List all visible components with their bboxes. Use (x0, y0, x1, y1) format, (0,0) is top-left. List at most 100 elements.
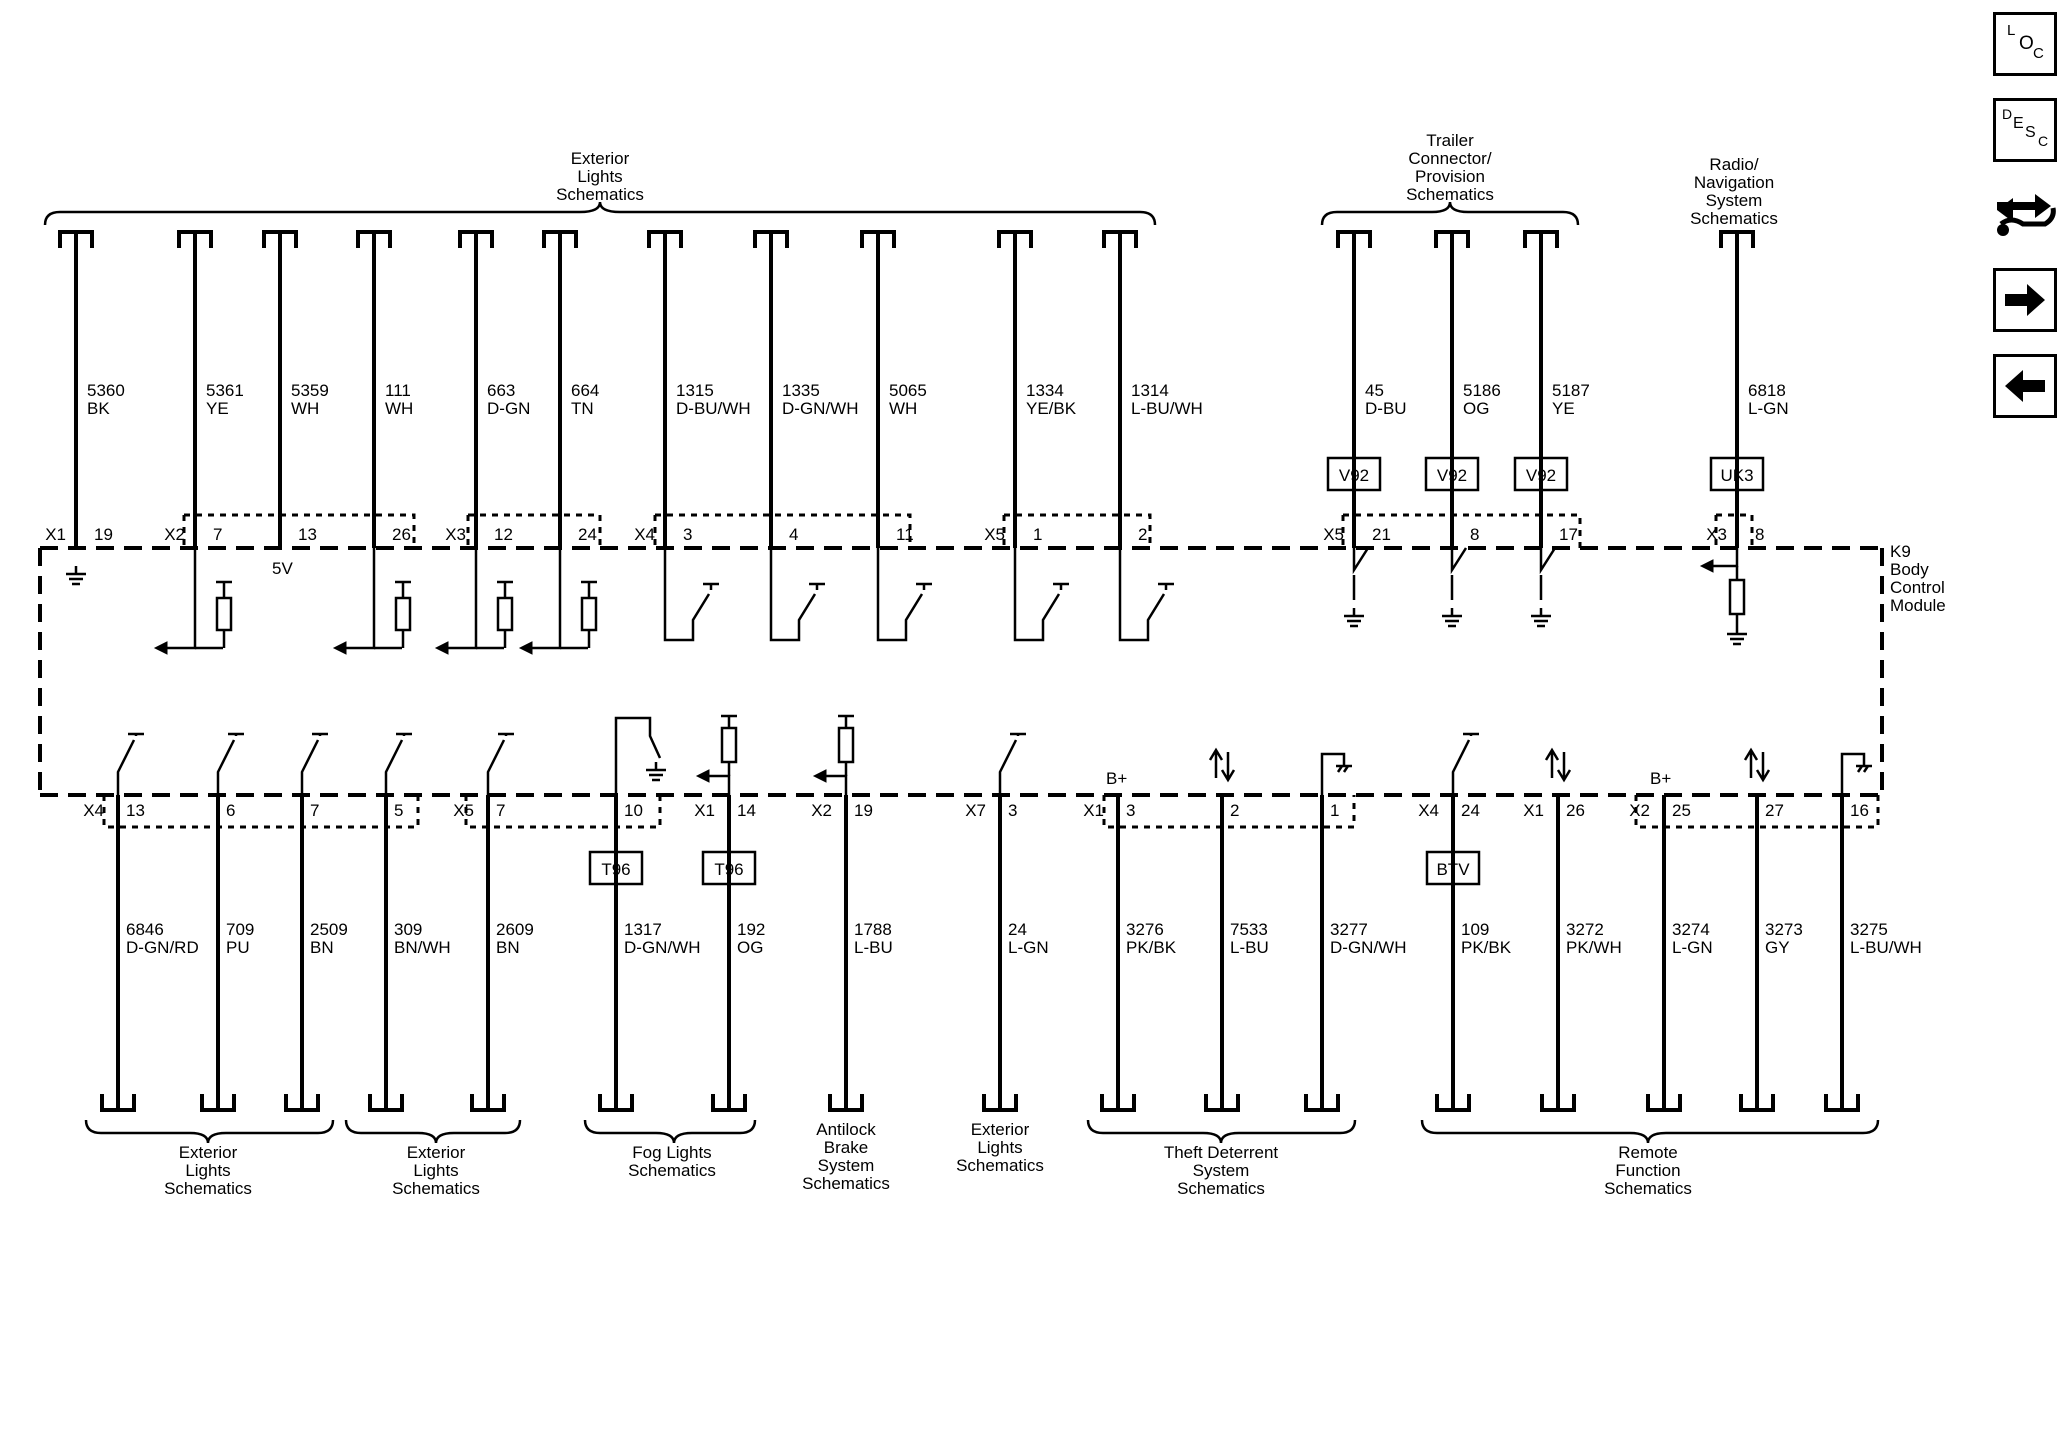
wire-color: WH (889, 399, 917, 418)
circuit-number: 5065 (889, 381, 927, 400)
wire-color: D-GN/WH (624, 938, 700, 957)
switch-symbol (614, 716, 662, 795)
location-button[interactable]: L O C (1993, 12, 2057, 76)
connector-id: X5 (984, 525, 1005, 544)
bottom-group-label-line: Remote (1618, 1143, 1678, 1162)
pin-number: 17 (1559, 525, 1578, 544)
circuit-number: 192 (737, 920, 765, 939)
wiring-tool-button[interactable] (1993, 180, 2057, 244)
terminal-block (711, 1094, 747, 1112)
connector-id: X1 (1083, 801, 1104, 820)
ground-symbol (646, 762, 666, 782)
wire-color: WH (291, 399, 319, 418)
circuit-number: 1317 (624, 920, 662, 939)
pin-number: 14 (737, 801, 756, 820)
pin-number: 3 (1008, 801, 1017, 820)
wire-color: L-BU (1230, 938, 1269, 957)
option-box (701, 850, 757, 886)
next-button[interactable] (1993, 268, 2057, 332)
ground-symbol (1531, 608, 1551, 628)
circuit-number: 1788 (854, 920, 892, 939)
pin-number: 12 (494, 525, 513, 544)
bottom-group-label-line: Fog Lights (632, 1143, 711, 1162)
circuit-number: 5360 (87, 381, 125, 400)
pin-number: 25 (1672, 801, 1691, 820)
bottom-group-label-line: Lights (185, 1161, 230, 1180)
circuit-number: 309 (394, 920, 422, 939)
bidirectional-arrows (1743, 747, 1771, 783)
top-connector-housings (182, 513, 1754, 548)
circuit-number: 24 (1008, 920, 1027, 939)
bidirectional-arrows (1544, 747, 1572, 783)
bottom-group-label-line: System (1193, 1161, 1250, 1180)
option-box (588, 850, 644, 886)
circuit-number: 2609 (496, 920, 534, 939)
connector-id: X2 (164, 525, 185, 544)
option-code: V92 (1339, 466, 1369, 485)
bottom-group-label-line: Schematics (164, 1179, 252, 1198)
desc-letter-d: D (2002, 106, 2013, 122)
wire-color: BK (87, 399, 110, 418)
wire-color: L-GN (1008, 938, 1049, 957)
wire-color: GY (1765, 938, 1790, 957)
loc-letter-o: O (2019, 33, 2034, 54)
pin-number: 16 (1850, 801, 1869, 820)
connector-id: X1 (45, 525, 66, 544)
top-group-label-line: Navigation (1694, 173, 1774, 192)
chassis-ground-symbol (1320, 752, 1352, 795)
pin-number: 6 (226, 801, 235, 820)
module-boundary (38, 546, 1884, 797)
pin-number: 3 (1126, 801, 1135, 820)
terminal-block (1435, 1094, 1471, 1112)
bottom-group-label-line: Schematics (628, 1161, 716, 1180)
connector-id: X7 (965, 801, 986, 820)
bottom-group-labels: ExteriorLightsSchematicsExteriorLightsSc… (164, 1120, 1692, 1198)
wire-color: PU (226, 938, 250, 957)
bottom-group-label-line: Exterior (407, 1143, 466, 1162)
connector-id: X4 (83, 801, 104, 820)
switch-symbol (486, 739, 506, 795)
circuit-number: 111 (385, 381, 411, 400)
description-button[interactable]: D E S C (1993, 98, 2057, 162)
resistor-symbol (215, 596, 233, 632)
switch-symbol (384, 739, 404, 795)
desc-letter-c: C (2038, 133, 2049, 149)
previous-button[interactable] (1993, 354, 2057, 418)
wire-color: YE/BK (1026, 399, 1077, 418)
circuit-number: 3273 (1765, 920, 1803, 939)
connector-id: X4 (1418, 801, 1439, 820)
circuit-number: 2509 (310, 920, 348, 939)
bottom-group-label-line: Schematics (1604, 1179, 1692, 1198)
option-code: T96 (601, 860, 630, 879)
module-code: K9 (1890, 542, 1911, 561)
switch-symbol (876, 548, 924, 642)
terminal-block (828, 1094, 864, 1112)
bottom-group-label-line: Theft Deterrent (1164, 1143, 1279, 1162)
circuit-number: 709 (226, 920, 254, 939)
switch-symbol (1352, 547, 1370, 600)
circuit-number: 3276 (1126, 920, 1164, 939)
b-plus-label-2: B+ (1650, 769, 1671, 788)
terminal-block (1204, 1094, 1240, 1112)
wire-color: D-GN/WH (1330, 938, 1406, 957)
wire-color: D-BU/WH (676, 399, 751, 418)
switch-symbol (1118, 548, 1166, 642)
top-group-brackets (43, 201, 1580, 226)
wire-color: D-GN/RD (126, 938, 199, 957)
bottom-group-label-line: System (818, 1156, 875, 1175)
option-box (1425, 850, 1481, 886)
